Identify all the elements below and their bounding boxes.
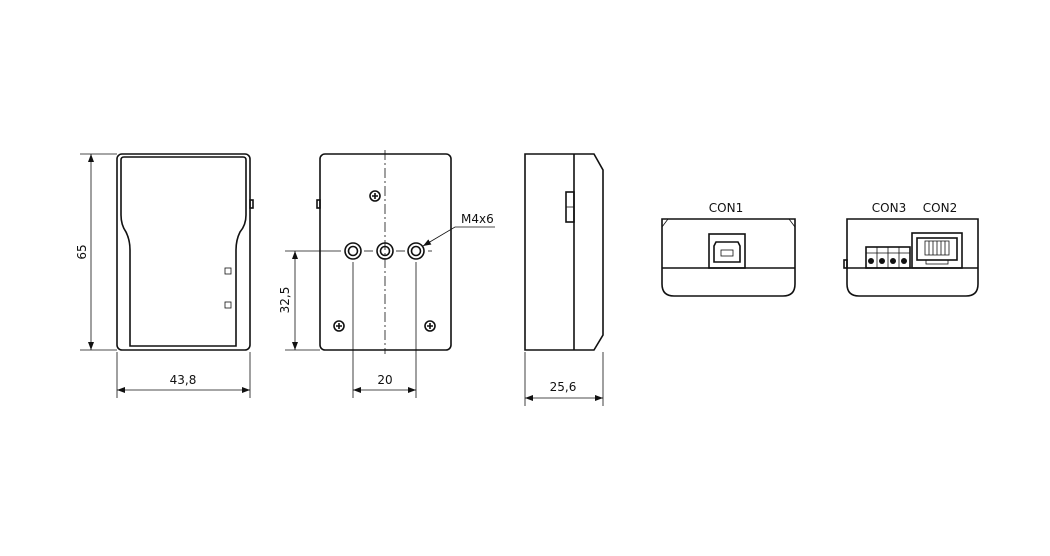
rear-view: 32,5 20 M4x6 — [278, 150, 495, 398]
rj45-port-icon — [911, 232, 963, 269]
con1-label: CON1 — [709, 201, 743, 215]
dimension-height: 65 — [75, 153, 117, 351]
thread-callout: M4x6 — [461, 212, 494, 226]
con3-label: CON3 — [872, 201, 906, 215]
screw-icon — [424, 320, 436, 332]
con2-con3-view: CON3 CON2 — [843, 201, 979, 297]
usb-b-port-icon — [708, 233, 746, 269]
con1-view: CON1 — [661, 201, 796, 297]
mounting-hole — [376, 242, 394, 260]
dim-43-8: 43,8 — [170, 373, 197, 387]
mounting-hole — [407, 242, 425, 260]
mounting-hole — [344, 242, 362, 260]
front-view: 65 43,8 — [75, 153, 254, 398]
terminal-block-icon — [865, 246, 911, 269]
dim-32-5: 32,5 — [278, 287, 292, 314]
side-view: 25,6 — [524, 153, 604, 406]
con2-label: CON2 — [923, 201, 957, 215]
led-indicator — [224, 267, 232, 275]
screw-icon — [333, 320, 345, 332]
led-indicator — [224, 301, 232, 309]
dim-65: 65 — [75, 244, 89, 259]
screw-icon — [369, 190, 381, 202]
dimension-width: 43,8 — [116, 352, 251, 398]
dim-20: 20 — [377, 373, 392, 387]
dim-25-6: 25,6 — [550, 380, 577, 394]
